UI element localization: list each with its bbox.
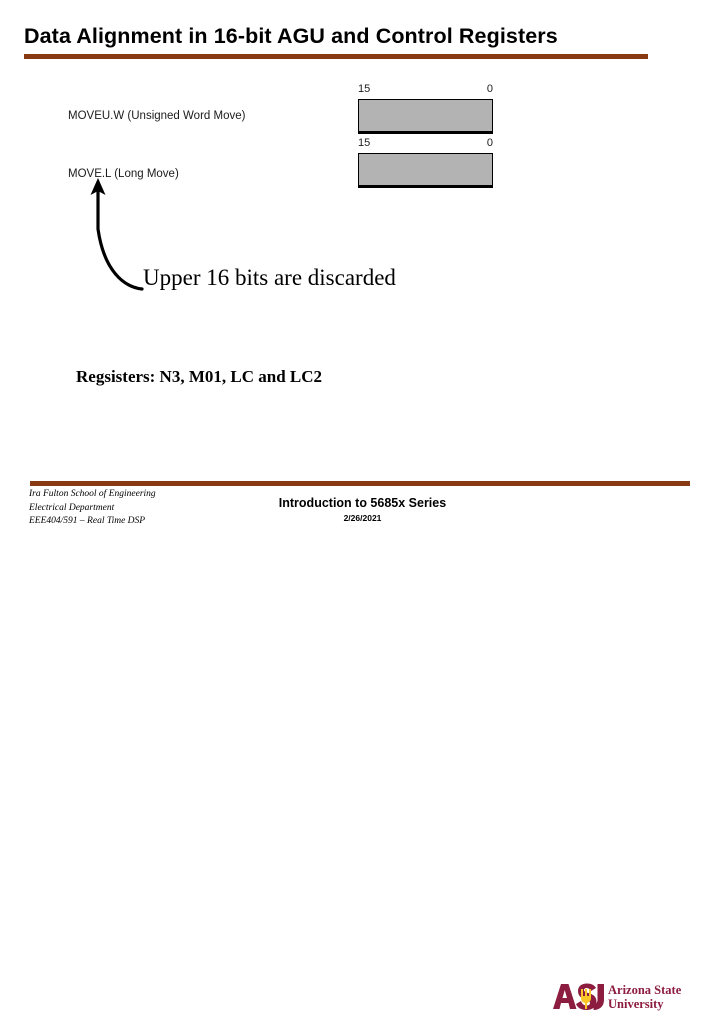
register-box xyxy=(358,99,493,134)
asu-wordmark: Arizona State University xyxy=(608,983,681,1011)
instruction-label-move-l: MOVE.L (Long Move) xyxy=(68,168,179,180)
footer-affiliation-line2: Electrical Department xyxy=(29,502,115,513)
asu-wordmark-line2: University xyxy=(608,997,664,1011)
slide-footer: Ira Fulton School of Engineering Electri… xyxy=(0,486,720,1011)
instruction-label-moveu-w: MOVEU.W (Unsigned Word Move) xyxy=(68,110,246,122)
registers-list: Regsisters: N3, M01, LC and LC2 xyxy=(76,367,323,386)
footer-affiliation-line3: EEE404/591 – Real Time DSP xyxy=(29,516,146,526)
bit-ruler: 15 0 xyxy=(358,137,493,153)
asu-monogram-icon xyxy=(553,983,604,1010)
footer-course-title: Introduction to 5685x Series xyxy=(278,496,447,510)
register-field-move-l: 15 0 xyxy=(358,137,493,188)
bit-index-low: 0 xyxy=(486,137,493,149)
bit-index-low: 0 xyxy=(486,83,493,95)
asu-logo: Arizona State University xyxy=(552,982,702,1016)
bit-index-high: 15 xyxy=(358,137,371,149)
title-divider xyxy=(24,54,648,59)
footer-course-block: Introduction to 5685x Series 2/26/2021 xyxy=(255,496,470,523)
footer-affiliation-line1: Ira Fulton School of Engineering xyxy=(29,489,156,499)
footer-affiliation: Ira Fulton School of Engineering Electri… xyxy=(29,488,156,529)
callout-note: Upper 16 bits are discarded xyxy=(143,265,396,290)
asu-wordmark-line1: Arizona State xyxy=(608,983,682,997)
bit-index-high: 15 xyxy=(358,83,371,95)
register-field-moveu-w: 15 0 xyxy=(358,83,493,134)
register-box xyxy=(358,153,493,188)
alignment-diagram: MOVEU.W (Unsigned Word Move) MOVE.L (Lon… xyxy=(0,80,720,300)
curved-arrow-icon xyxy=(90,178,144,291)
bit-ruler: 15 0 xyxy=(358,83,493,99)
footer-divider xyxy=(30,481,690,486)
page-title: Data Alignment in 16-bit AGU and Control… xyxy=(24,24,558,48)
footer-date: 2/26/2021 xyxy=(343,513,382,523)
